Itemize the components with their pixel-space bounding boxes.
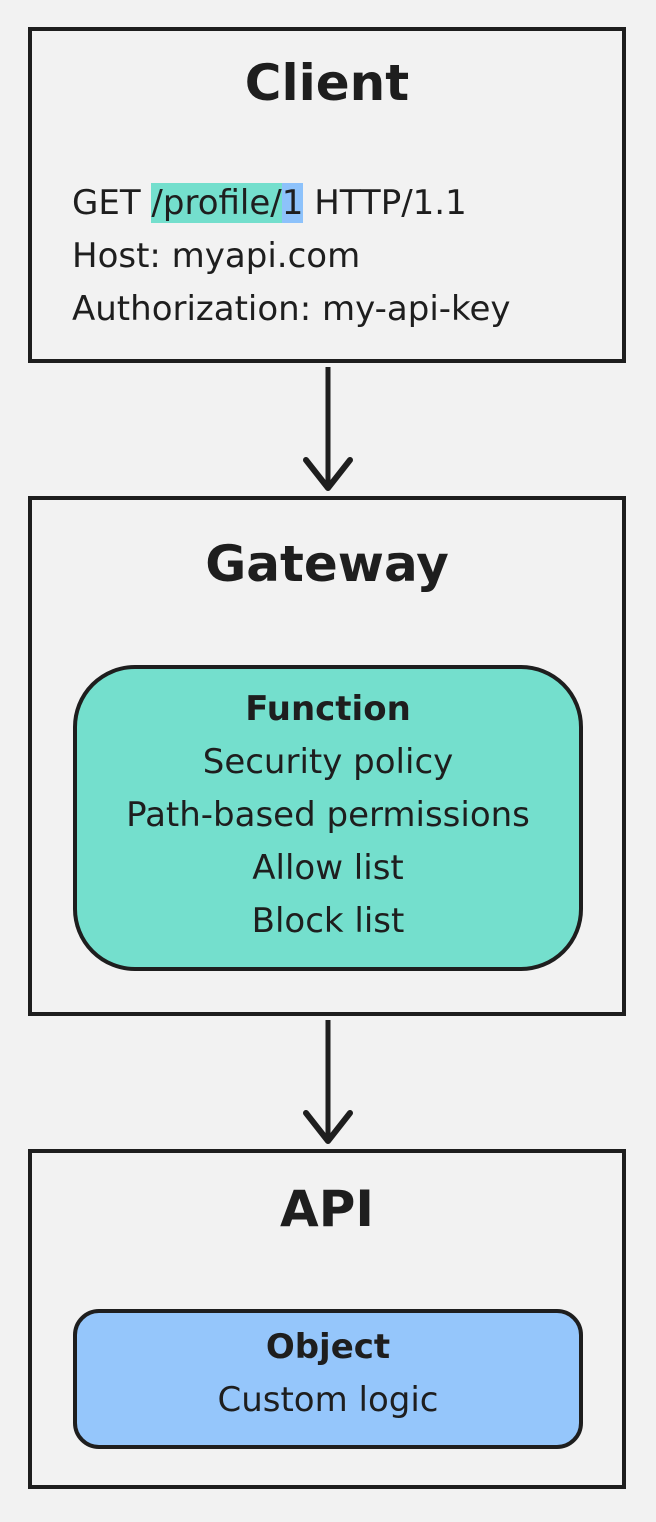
function-item-allow-list: Allow list	[252, 848, 404, 888]
request-host-header: Host: myapi.com	[72, 236, 361, 276]
client-to-gateway-arrow	[303, 367, 353, 491]
request-path-id: 1	[281, 183, 304, 223]
gateway-to-api-arrow	[303, 1020, 353, 1144]
object-card: Object Custom logic	[73, 1309, 583, 1449]
http-request: GET /profile/1 HTTP/1.1 Host: myapi.com …	[72, 177, 511, 336]
request-protocol: HTTP/1.1	[314, 183, 467, 223]
function-item-path-permissions: Path-based permissions	[126, 795, 530, 835]
client-title: Client	[244, 54, 410, 112]
gateway-title: Gateway	[205, 535, 449, 593]
gateway-box: Gateway Function Security policy Path-ba…	[28, 496, 626, 1016]
function-card-title: Function	[245, 689, 411, 729]
request-auth-header: Authorization: my-api-key	[72, 289, 511, 329]
api-box: API Object Custom logic	[28, 1149, 626, 1489]
api-title: API	[280, 1180, 374, 1238]
client-box: Client GET /profile/1 HTTP/1.1 Host: mya…	[28, 27, 626, 363]
object-item-custom-logic: Custom logic	[217, 1380, 439, 1420]
function-item-block-list: Block list	[251, 901, 405, 941]
request-path-prefix: /profile/	[151, 183, 282, 223]
function-card: Function Security policy Path-based perm…	[73, 665, 583, 971]
object-card-title: Object	[265, 1327, 391, 1367]
request-method: GET	[72, 183, 141, 223]
request-line: GET /profile/1 HTTP/1.1	[72, 177, 511, 230]
function-item-security-policy: Security policy	[202, 742, 454, 782]
